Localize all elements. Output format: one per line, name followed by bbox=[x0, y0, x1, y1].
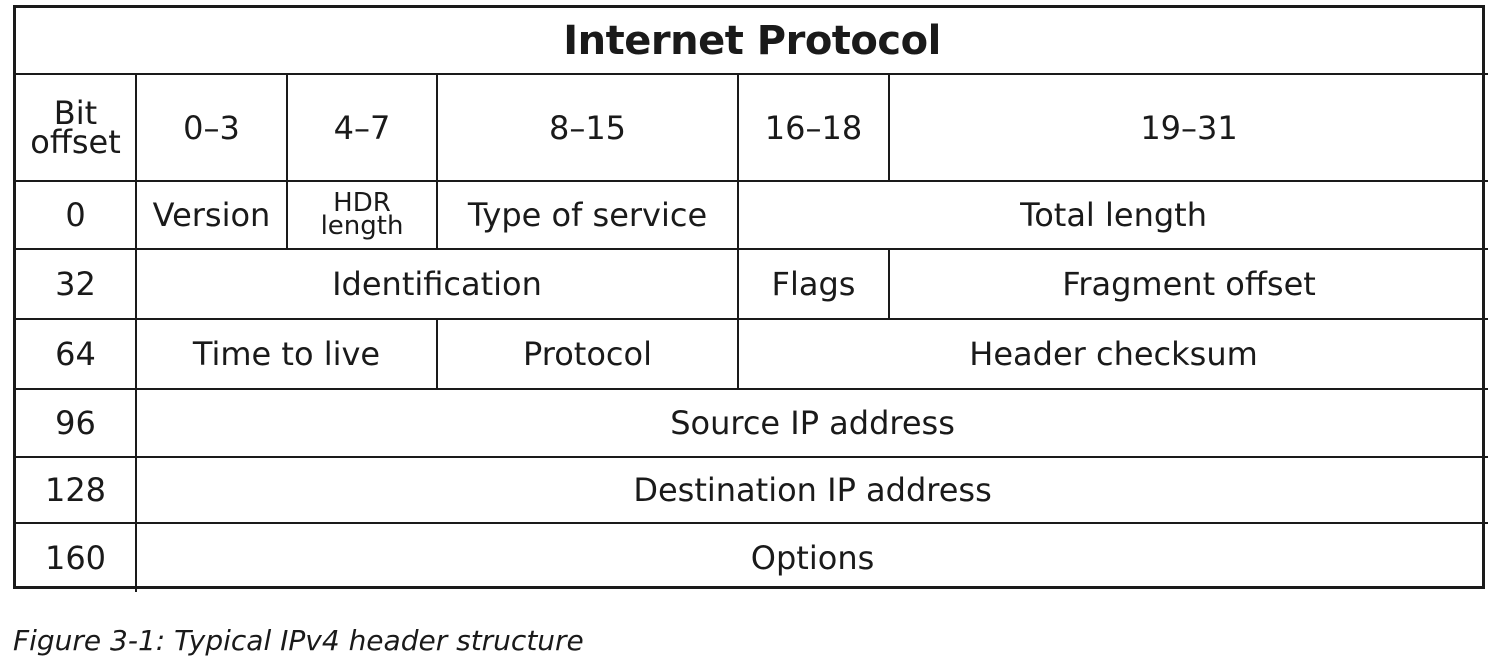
bit-range-8-15: 8–15 bbox=[436, 73, 739, 182]
bit-offset-header: Bit offset bbox=[16, 73, 137, 182]
field-header-checksum: Header checksum bbox=[736, 318, 1489, 390]
bit-range-0-3: 0–3 bbox=[135, 73, 288, 182]
header-row-offset-160: 160 Options bbox=[16, 522, 1489, 592]
field-total-length: Total length bbox=[736, 180, 1489, 250]
header-row-offset-0: 0 Version HDR length Type of service Tot… bbox=[16, 180, 1489, 250]
field-version: Version bbox=[135, 180, 288, 250]
bit-offset-label-line2: offset bbox=[30, 122, 121, 161]
bit-offset-label-line1: Bit bbox=[53, 93, 98, 132]
field-fragment-offset: Fragment offset bbox=[887, 248, 1489, 320]
field-type-of-service: Type of service bbox=[436, 180, 739, 250]
offset-cell: 0 bbox=[16, 180, 137, 250]
diagram-title: Internet Protocol bbox=[16, 8, 1489, 75]
bit-range-19-31: 19–31 bbox=[887, 73, 1489, 182]
hdr-length-line1: HDR bbox=[333, 187, 391, 218]
offset-cell: 160 bbox=[16, 522, 137, 592]
ipv4-header-table: Internet Protocol Bit offset 0–3 4–7 8–1… bbox=[16, 8, 1489, 592]
header-row-offset-32: 32 Identification Flags Fragment offset bbox=[16, 248, 1489, 320]
hdr-length-line2: length bbox=[320, 211, 404, 241]
offset-cell: 32 bbox=[16, 248, 137, 320]
title-row: Internet Protocol bbox=[16, 8, 1489, 75]
header-row-offset-96: 96 Source IP address bbox=[16, 388, 1489, 458]
header-row-offset-128: 128 Destination IP address bbox=[16, 456, 1489, 524]
offset-cell: 64 bbox=[16, 318, 137, 390]
field-destination-ip-address: Destination IP address bbox=[134, 456, 1489, 524]
bit-range-16-18: 16–18 bbox=[737, 73, 890, 182]
figure-caption: Figure 3-1: Typical IPv4 header structur… bbox=[13, 624, 584, 657]
ipv4-header-diagram: Internet Protocol Bit offset 0–3 4–7 8–1… bbox=[13, 5, 1489, 592]
field-protocol: Protocol bbox=[436, 318, 739, 390]
offset-cell: 96 bbox=[16, 388, 137, 458]
field-time-to-live: Time to live bbox=[135, 318, 438, 390]
bit-range-header-row: Bit offset 0–3 4–7 8–15 16–18 19–31 bbox=[16, 73, 1489, 182]
field-source-ip-address: Source IP address bbox=[134, 388, 1489, 458]
header-row-offset-64: 64 Time to live Protocol Header checksum bbox=[16, 318, 1489, 390]
field-options: Options bbox=[134, 522, 1489, 592]
field-hdr-length: HDR length bbox=[286, 180, 438, 250]
field-identification: Identification bbox=[135, 248, 739, 320]
offset-cell: 128 bbox=[16, 456, 137, 524]
bit-range-4-7: 4–7 bbox=[286, 73, 438, 182]
field-flags: Flags bbox=[737, 248, 890, 320]
